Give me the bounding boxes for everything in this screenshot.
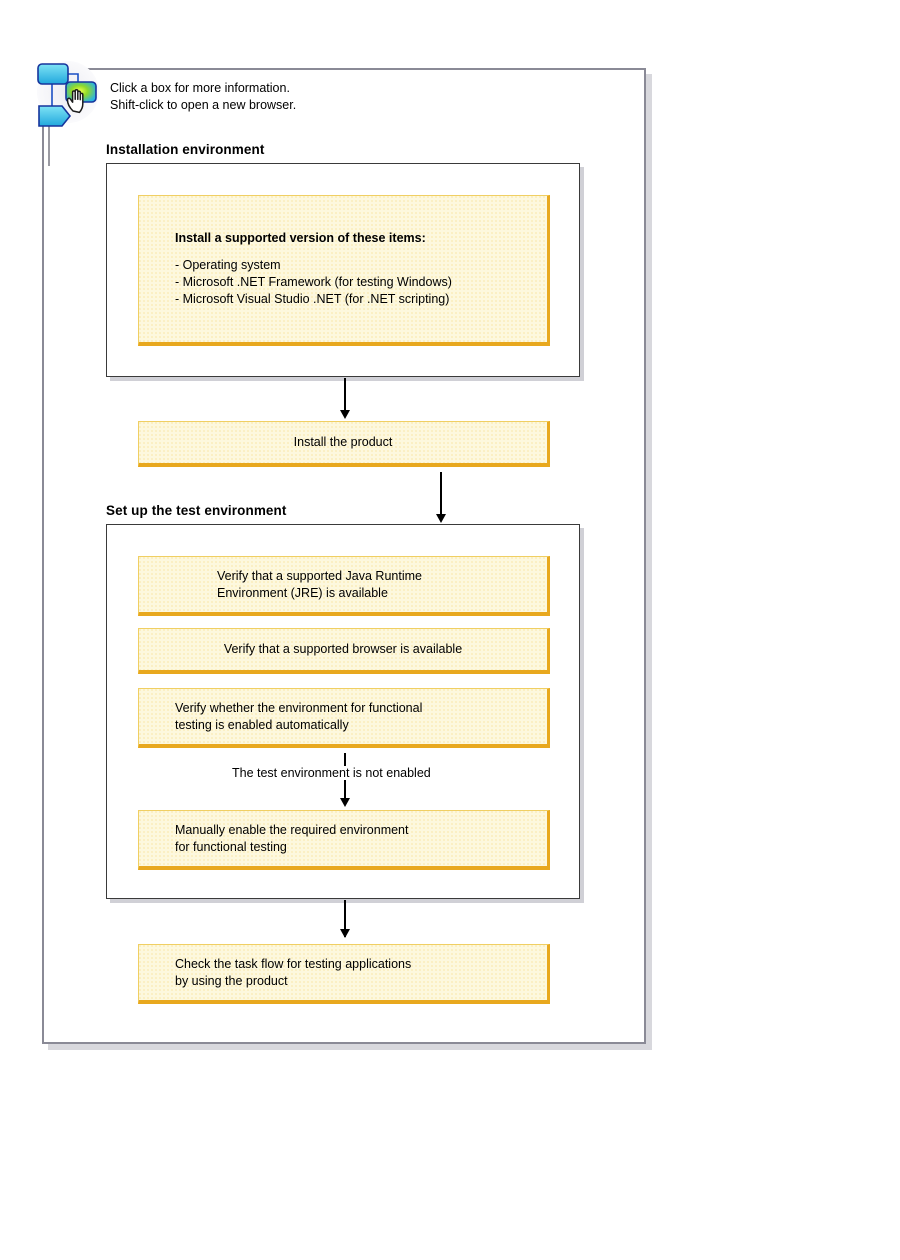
connector-line-install-to-setup [440, 472, 442, 516]
task-label: Verify that a supported Java Runtime Env… [217, 568, 422, 600]
task-label: Verify whether the environment for funct… [175, 700, 423, 732]
installation-environment-heading: Installation environment [106, 142, 265, 157]
connector-line-setup-to-taskflow [344, 900, 346, 937]
connector-arrowhead [340, 410, 350, 419]
task-box-verify-browser[interactable]: Verify that a supported browser is avail… [138, 628, 550, 674]
task-box-manually-enable[interactable]: Manually enable the required environment… [138, 810, 550, 870]
task-label: Check the task flow for testing applicat… [175, 956, 412, 988]
prerequisites-title: Install a supported version of these ite… [175, 230, 426, 245]
connector-arrowhead [340, 798, 350, 807]
connector-label-not-enabled: The test environment is not enabled [226, 766, 437, 780]
list-item: - Microsoft .NET Framework (for testing … [175, 274, 452, 289]
task-box-verify-jre[interactable]: Verify that a supported Java Runtime Env… [138, 556, 550, 616]
icon-leader-line [48, 104, 50, 166]
callout-instructions: Click a box for more information. Shift-… [110, 81, 297, 112]
task-box-install-product[interactable]: Install the product [138, 421, 550, 467]
task-box-verify-functional-testing[interactable]: Verify whether the environment for funct… [138, 688, 550, 748]
flowchart-click-icon [32, 56, 104, 132]
task-label: Manually enable the required environment… [175, 822, 409, 854]
connector-arrowhead [436, 514, 446, 523]
prerequisites-list: - Operating system - Microsoft .NET Fram… [175, 257, 547, 308]
set-up-test-environment-heading: Set up the test environment [106, 503, 287, 518]
task-box-check-task-flow[interactable]: Check the task flow for testing applicat… [138, 944, 550, 1004]
list-item: - Microsoft Visual Studio .NET (for .NET… [175, 291, 450, 306]
task-box-prerequisites[interactable]: Install a supported version of these ite… [138, 195, 550, 346]
connector-line-prereq-to-install [344, 378, 346, 412]
task-label: Install the product [293, 435, 393, 449]
list-item: - Operating system [175, 257, 281, 272]
task-label: Verify that a supported browser is avail… [223, 642, 463, 656]
connector-arrowhead [340, 929, 350, 938]
